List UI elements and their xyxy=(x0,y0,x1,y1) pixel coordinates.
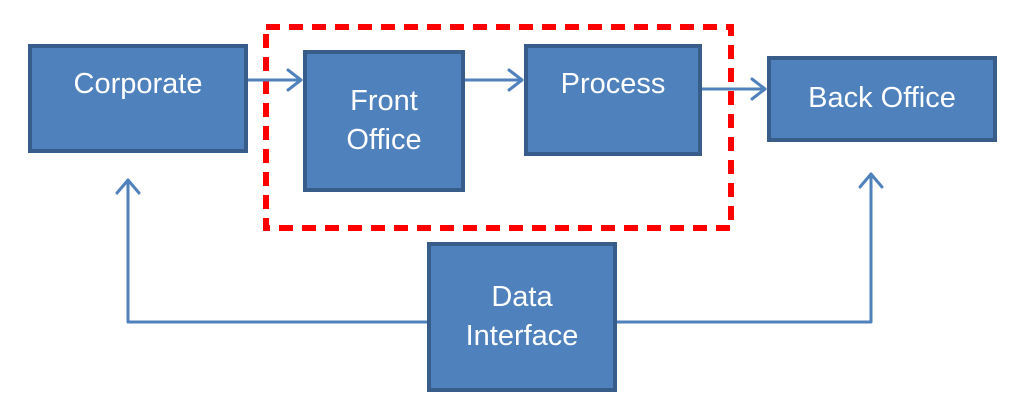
arrow-process-to-back-office xyxy=(700,77,767,101)
arrow-data-interface-to-back-office xyxy=(615,172,884,324)
arrow-corporate-to-front-office xyxy=(246,68,303,92)
data-interface-label-line2: Interface xyxy=(465,320,579,352)
front-office-label-line2: Office xyxy=(346,124,422,156)
arrow-data-interface-to-corporate xyxy=(115,178,429,324)
front-office-box: Front Office xyxy=(303,50,465,192)
arrow-front-office-to-process xyxy=(463,68,524,92)
back-office-label: Back Office xyxy=(808,82,956,115)
data-interface-label-line1: Data xyxy=(491,280,553,313)
data-interface-box: Data Interface xyxy=(427,242,617,392)
corporate-label: Corporate xyxy=(73,67,203,100)
front-office-label-line1: Front xyxy=(350,84,418,117)
process-box: Process xyxy=(524,44,702,156)
process-label: Process xyxy=(560,68,666,101)
highlight-region xyxy=(263,24,734,231)
corporate-box: Corporate xyxy=(28,44,248,153)
back-office-box: Back Office xyxy=(767,56,997,142)
